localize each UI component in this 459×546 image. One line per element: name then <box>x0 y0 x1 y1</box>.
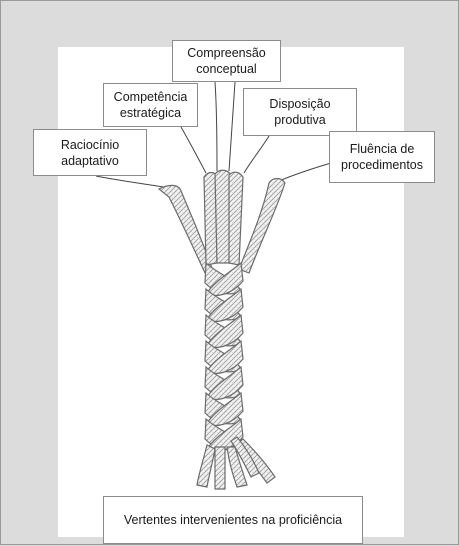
label-raciocinio-adaptativo: Raciocínio adaptativo <box>33 129 147 176</box>
strand-right <box>239 179 285 274</box>
connector-compreensao-2 <box>229 82 235 171</box>
label-competencia-estrategica: Competência estratégica <box>103 83 198 127</box>
connector-competencia <box>181 127 206 173</box>
lower-strand-2 <box>215 447 225 489</box>
connector-compreensao-1 <box>215 82 217 171</box>
connector-fluencia <box>279 163 331 181</box>
lower-strand-1 <box>197 445 215 487</box>
label-compreensao-conceptual: Compreensão conceptual <box>172 40 281 82</box>
strand-mid <box>215 170 230 263</box>
label-disposicao-produtiva: Disposição produtiva <box>243 88 357 136</box>
rope-braid <box>205 263 243 451</box>
connector-raciocinio <box>96 176 163 187</box>
strand-mid-right <box>229 172 243 265</box>
connector-disposicao <box>244 136 269 173</box>
label-fluencia-de-procedimentos: Fluência de procedimentos <box>329 131 435 183</box>
caption-box: Vertentes intervenientes na proficiência <box>103 496 363 544</box>
rope-strands-lower <box>197 437 275 489</box>
rope-strands-upper <box>159 170 285 275</box>
